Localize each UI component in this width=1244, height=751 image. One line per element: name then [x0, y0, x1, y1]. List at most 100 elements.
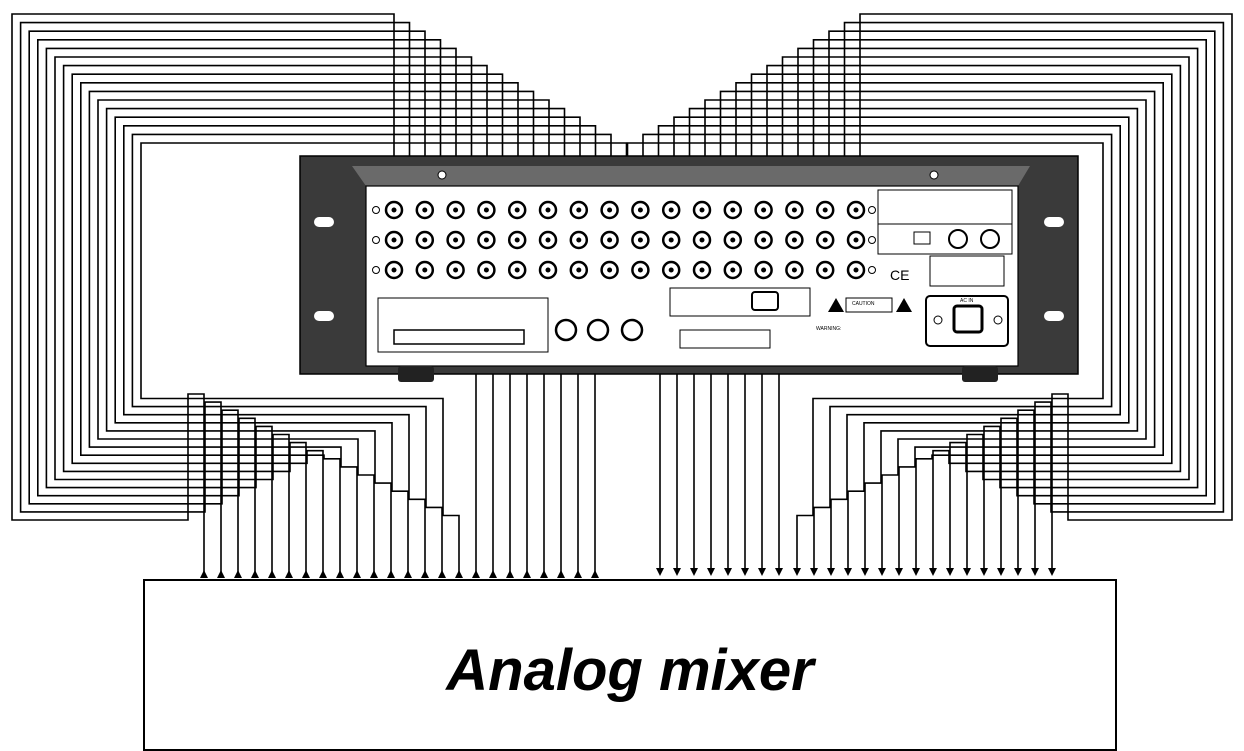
midi-din-icon [586, 318, 610, 342]
right-cable-bundle [626, 13, 1233, 572]
screw-icon [933, 315, 943, 325]
jack-pin-icon [453, 207, 459, 213]
jack-pin-icon [761, 237, 767, 243]
arrow-up-icon [523, 570, 531, 578]
arrow-down-icon [1031, 568, 1039, 576]
jack-pin-icon [699, 267, 705, 273]
arrow-down-icon [724, 568, 732, 576]
arrow-up-icon [421, 570, 429, 578]
arrow-up-icon [438, 570, 446, 578]
arrow-up-icon [489, 570, 497, 578]
jack-pin-icon [576, 237, 582, 243]
arrow-down-icon [861, 568, 869, 576]
left-cable-path [114, 116, 581, 576]
left-cable-path [88, 90, 535, 576]
midi-din-icon [620, 318, 644, 342]
arrow-down-icon [912, 568, 920, 576]
arrow-up-icon [472, 570, 480, 578]
jack-pin-icon [545, 237, 551, 243]
sync-port-plate [669, 287, 811, 317]
arrow-down-icon [707, 568, 715, 576]
screw-icon [868, 266, 876, 274]
jack-pin-icon [668, 267, 674, 273]
jack-pin-icon [853, 207, 859, 213]
switch-icon [913, 231, 931, 245]
right-cable-path [781, 56, 1190, 572]
screw-icon [929, 170, 939, 180]
screw-icon [372, 206, 380, 214]
arrow-up-icon [336, 570, 344, 578]
io-port-strip [679, 329, 771, 349]
jack-pin-icon [730, 267, 736, 273]
screw-icon [372, 236, 380, 244]
signal-arrows [200, 568, 1056, 578]
left-cable-path [28, 30, 426, 576]
arrow-up-icon [506, 570, 514, 578]
analog-mixer-label: Analog mixer [444, 638, 817, 703]
jack-pin-icon [422, 237, 428, 243]
left-cable-path [131, 133, 612, 576]
jack-pin-icon [422, 267, 428, 273]
arrow-down-icon [690, 568, 698, 576]
jack-pin-icon [391, 267, 397, 273]
jack-pin-icon [637, 237, 643, 243]
right-cable-path [812, 39, 1207, 572]
right-cable-path [688, 107, 1139, 572]
jack-pin-icon [668, 237, 674, 243]
jack-pin-icon [822, 237, 828, 243]
left-cable-path [54, 56, 473, 576]
arrow-up-icon [353, 570, 361, 578]
right-cable-path [626, 142, 1104, 572]
arrow-up-icon [302, 570, 310, 578]
left-cable-bundle [11, 13, 628, 576]
jack-pin-icon [607, 267, 613, 273]
jack-pin-icon [576, 207, 582, 213]
left-cable-path [97, 99, 550, 576]
jack-pin-icon [607, 237, 613, 243]
screw-icon [993, 315, 1003, 325]
analog-mixer-box [143, 579, 1117, 751]
arrow-down-icon [656, 568, 664, 576]
rack-device-rear-panel: CE AC IN CAUTION WARNING: [299, 155, 1079, 382]
right-cable-path [750, 73, 1173, 572]
arrow-down-icon [980, 568, 988, 576]
jack-pin-icon [791, 267, 797, 273]
right-cable-path [719, 90, 1156, 572]
ac-in-label: AC IN [960, 298, 974, 304]
arrow-up-icon [217, 570, 225, 578]
arrow-down-icon [775, 568, 783, 576]
bnc-connector-icon [980, 229, 1000, 249]
screw-icon [868, 236, 876, 244]
midi-connector-row [393, 329, 525, 345]
rack-ear-slot [314, 311, 334, 321]
arrow-down-icon [1014, 568, 1022, 576]
left-cable-path [45, 47, 457, 576]
jack-pin-icon [483, 267, 489, 273]
caution-box [845, 297, 893, 313]
left-cable-path [105, 107, 566, 576]
left-cable-path [37, 39, 442, 576]
jack-pin-icon [822, 207, 828, 213]
jack-pin-icon [822, 267, 828, 273]
left-cable-path [80, 82, 519, 576]
caution-label: CAUTION [852, 301, 875, 307]
arrow-down-icon [997, 568, 1005, 576]
arrow-down-icon [878, 568, 886, 576]
jack-pin-icon [853, 267, 859, 273]
device-foot [398, 366, 434, 382]
arrow-up-icon [285, 570, 293, 578]
arrow-down-icon [793, 568, 801, 576]
option-slot-plate [877, 189, 1013, 225]
arrow-down-icon [929, 568, 937, 576]
right-cable-path [859, 13, 1233, 572]
right-cable-path [642, 133, 1113, 572]
jack-pin-icon [791, 207, 797, 213]
screw-icon [868, 206, 876, 214]
rack-ear-slot [1044, 311, 1064, 321]
screw-icon [437, 170, 447, 180]
arrow-down-icon [946, 568, 954, 576]
jack-pin-icon [545, 267, 551, 273]
right-cable-path [735, 82, 1164, 572]
arrow-down-icon [844, 568, 852, 576]
